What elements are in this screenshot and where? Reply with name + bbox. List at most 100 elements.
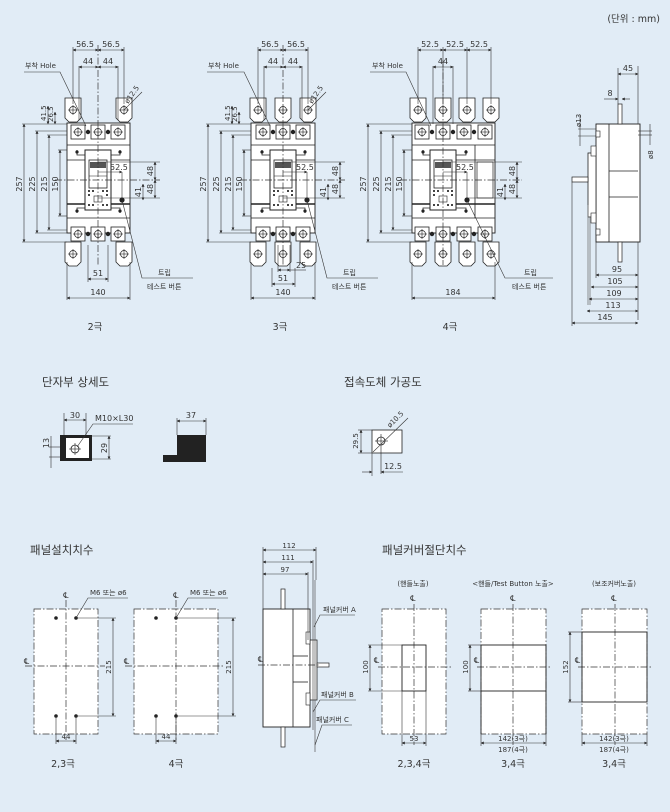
dim-label: 56.5 bbox=[261, 40, 279, 49]
centerline-symbol: ℄ bbox=[173, 591, 179, 600]
dim-label: 48 bbox=[331, 166, 340, 176]
dim-label: 8 bbox=[607, 89, 612, 98]
view-caption: 3,4극 bbox=[501, 759, 525, 770]
dim-label: 184 bbox=[445, 288, 460, 297]
view-subtitle: <핸들/Test Button 노출> bbox=[472, 579, 554, 588]
dim-label: 105 bbox=[607, 277, 622, 286]
dim-label: ø13 bbox=[575, 114, 583, 127]
front-view-4-pole: 52.5 52.5 52.5 44 부착 Hole 257 225 215 15… bbox=[359, 40, 553, 333]
dim-label: 100 bbox=[362, 660, 370, 673]
dim-label: 56.5 bbox=[102, 40, 120, 49]
section-title: 패널설치치수 bbox=[30, 543, 93, 557]
dim-label: 52.5 bbox=[110, 163, 128, 172]
panel-cover-cutout: 패널커버절단치수 (핸들노출) ℄ 100 ℄ 53 2,3,4극 <핸들/Te… bbox=[362, 543, 652, 770]
centerline-symbol: ℄ bbox=[63, 591, 69, 600]
dim-label: 257 bbox=[15, 176, 24, 191]
dim-label: 95 bbox=[612, 265, 622, 274]
view-caption: 2,3극 bbox=[51, 759, 75, 770]
dim-label: 145 bbox=[597, 313, 612, 322]
dim-label: 215 bbox=[225, 660, 233, 673]
dim-label: 44 bbox=[103, 57, 113, 66]
dim-label: 44 bbox=[83, 57, 93, 66]
view-subtitle: (핸들노출) bbox=[397, 579, 428, 588]
dim-label: 187(4극) bbox=[599, 746, 629, 754]
dim-label: 187(4극) bbox=[498, 746, 528, 754]
panel-cover-b-label: 패널커버 B bbox=[321, 690, 354, 699]
dim-label: 44 bbox=[62, 733, 71, 741]
dim-label: 56.5 bbox=[287, 40, 305, 49]
centerline-symbol: ℄ bbox=[374, 656, 380, 665]
dim-label: 53 bbox=[410, 735, 419, 743]
dim-label: 41.5 bbox=[224, 105, 232, 121]
section-title: 패널커버절단치수 bbox=[382, 543, 467, 557]
dim-label: 41 bbox=[319, 187, 328, 197]
dim-label: 152 bbox=[562, 660, 570, 673]
dim-label: 215 bbox=[224, 176, 233, 191]
panel-cover-c-label: 패널커버 C bbox=[316, 715, 349, 724]
dim-label: 225 bbox=[28, 176, 37, 191]
dim-label: 44 bbox=[162, 733, 171, 741]
dim-label: 150 bbox=[235, 176, 244, 191]
dim-label: 41 bbox=[496, 187, 505, 197]
centerline-symbol: ℄ bbox=[474, 656, 480, 665]
hole-label: M6 또는 ø6 bbox=[190, 589, 227, 597]
dim-label: 140 bbox=[275, 288, 290, 297]
dim-label: 48 bbox=[146, 166, 155, 176]
dim-label: 225 bbox=[212, 176, 221, 191]
dim-label: 109 bbox=[606, 289, 621, 298]
section-title: 접속도체 가공도 bbox=[344, 375, 422, 389]
dim-label: 48 bbox=[508, 184, 517, 194]
dim-label: 150 bbox=[51, 176, 60, 191]
dim-label: 44 bbox=[438, 57, 448, 66]
hole-label: M6 또는 ø6 bbox=[90, 589, 127, 597]
trip-label: 트립 bbox=[524, 269, 537, 277]
trip-label: 트립 bbox=[343, 269, 356, 277]
front-view-3-pole: 56.5 56.5 44 44 부착 Hole ø12.5 41.5 26.5 … bbox=[199, 40, 378, 333]
dim-label: 51 bbox=[278, 274, 288, 283]
dim-label: 100 bbox=[462, 660, 470, 673]
dim-label: 257 bbox=[199, 176, 208, 191]
panel-install-dimensions: 패널설치치수 ℄ ℄ M6 또는 ø6 215 44 2,3극 ℄ ℄ M6 또… bbox=[24, 543, 236, 770]
dim-label: 56.5 bbox=[76, 40, 94, 49]
dim-label: 52.5 bbox=[470, 40, 488, 49]
dim-label: 29 bbox=[100, 443, 109, 453]
view-caption: 3,4극 bbox=[602, 759, 626, 770]
dim-label: 113 bbox=[605, 301, 620, 310]
test-button-label: 테스트 버튼 bbox=[332, 282, 367, 291]
dim-label: 142(3극) bbox=[599, 735, 629, 743]
dim-label: 52.5 bbox=[421, 40, 439, 49]
dim-label: 25 bbox=[296, 261, 306, 270]
dim-label: 12.5 bbox=[384, 462, 402, 471]
dim-label: 30 bbox=[70, 411, 80, 420]
dim-label: 13 bbox=[42, 438, 51, 448]
dim-label: 150 bbox=[395, 176, 404, 191]
unit-label: (단위 : mm) bbox=[607, 13, 660, 25]
panel-cover-a-label: 패널커버 A bbox=[323, 605, 356, 614]
centerline-symbol: ℄ bbox=[24, 657, 30, 666]
view-caption: 4극 bbox=[443, 322, 458, 333]
centerline-symbol: ℄ bbox=[258, 655, 264, 664]
terminal-detail: 단자부 상세도 30 M10×L30 13 29 37 bbox=[42, 375, 207, 468]
view-caption: 2,3,4극 bbox=[398, 759, 431, 770]
dim-label: 48 bbox=[146, 184, 155, 194]
dim-label: 52.5 bbox=[296, 163, 314, 172]
dim-label: 26.5 bbox=[47, 106, 55, 122]
dim-label: 41 bbox=[134, 187, 143, 197]
trip-label: 트립 bbox=[158, 269, 171, 277]
hole-label: 부착 Hole bbox=[208, 62, 239, 70]
dim-label: 48 bbox=[508, 166, 517, 176]
dim-label: 140 bbox=[90, 288, 105, 297]
dim-label: 26.5 bbox=[231, 106, 239, 122]
dim-label: 257 bbox=[359, 176, 368, 191]
dim-label: 112 bbox=[282, 542, 295, 550]
dim-label: 111 bbox=[281, 554, 294, 562]
dim-label: 225 bbox=[372, 176, 381, 191]
dim-label: 142(3극) bbox=[498, 735, 528, 743]
centerline-symbol: ℄ bbox=[510, 594, 516, 603]
dim-label: 29.5 bbox=[352, 433, 360, 449]
dim-label: 44 bbox=[288, 57, 298, 66]
section-title: 단자부 상세도 bbox=[42, 375, 109, 389]
test-button-label: 테스트 버튼 bbox=[512, 282, 547, 291]
view-caption: 3극 bbox=[273, 322, 288, 333]
hole-diameter-label: ø10.5 bbox=[386, 410, 406, 430]
